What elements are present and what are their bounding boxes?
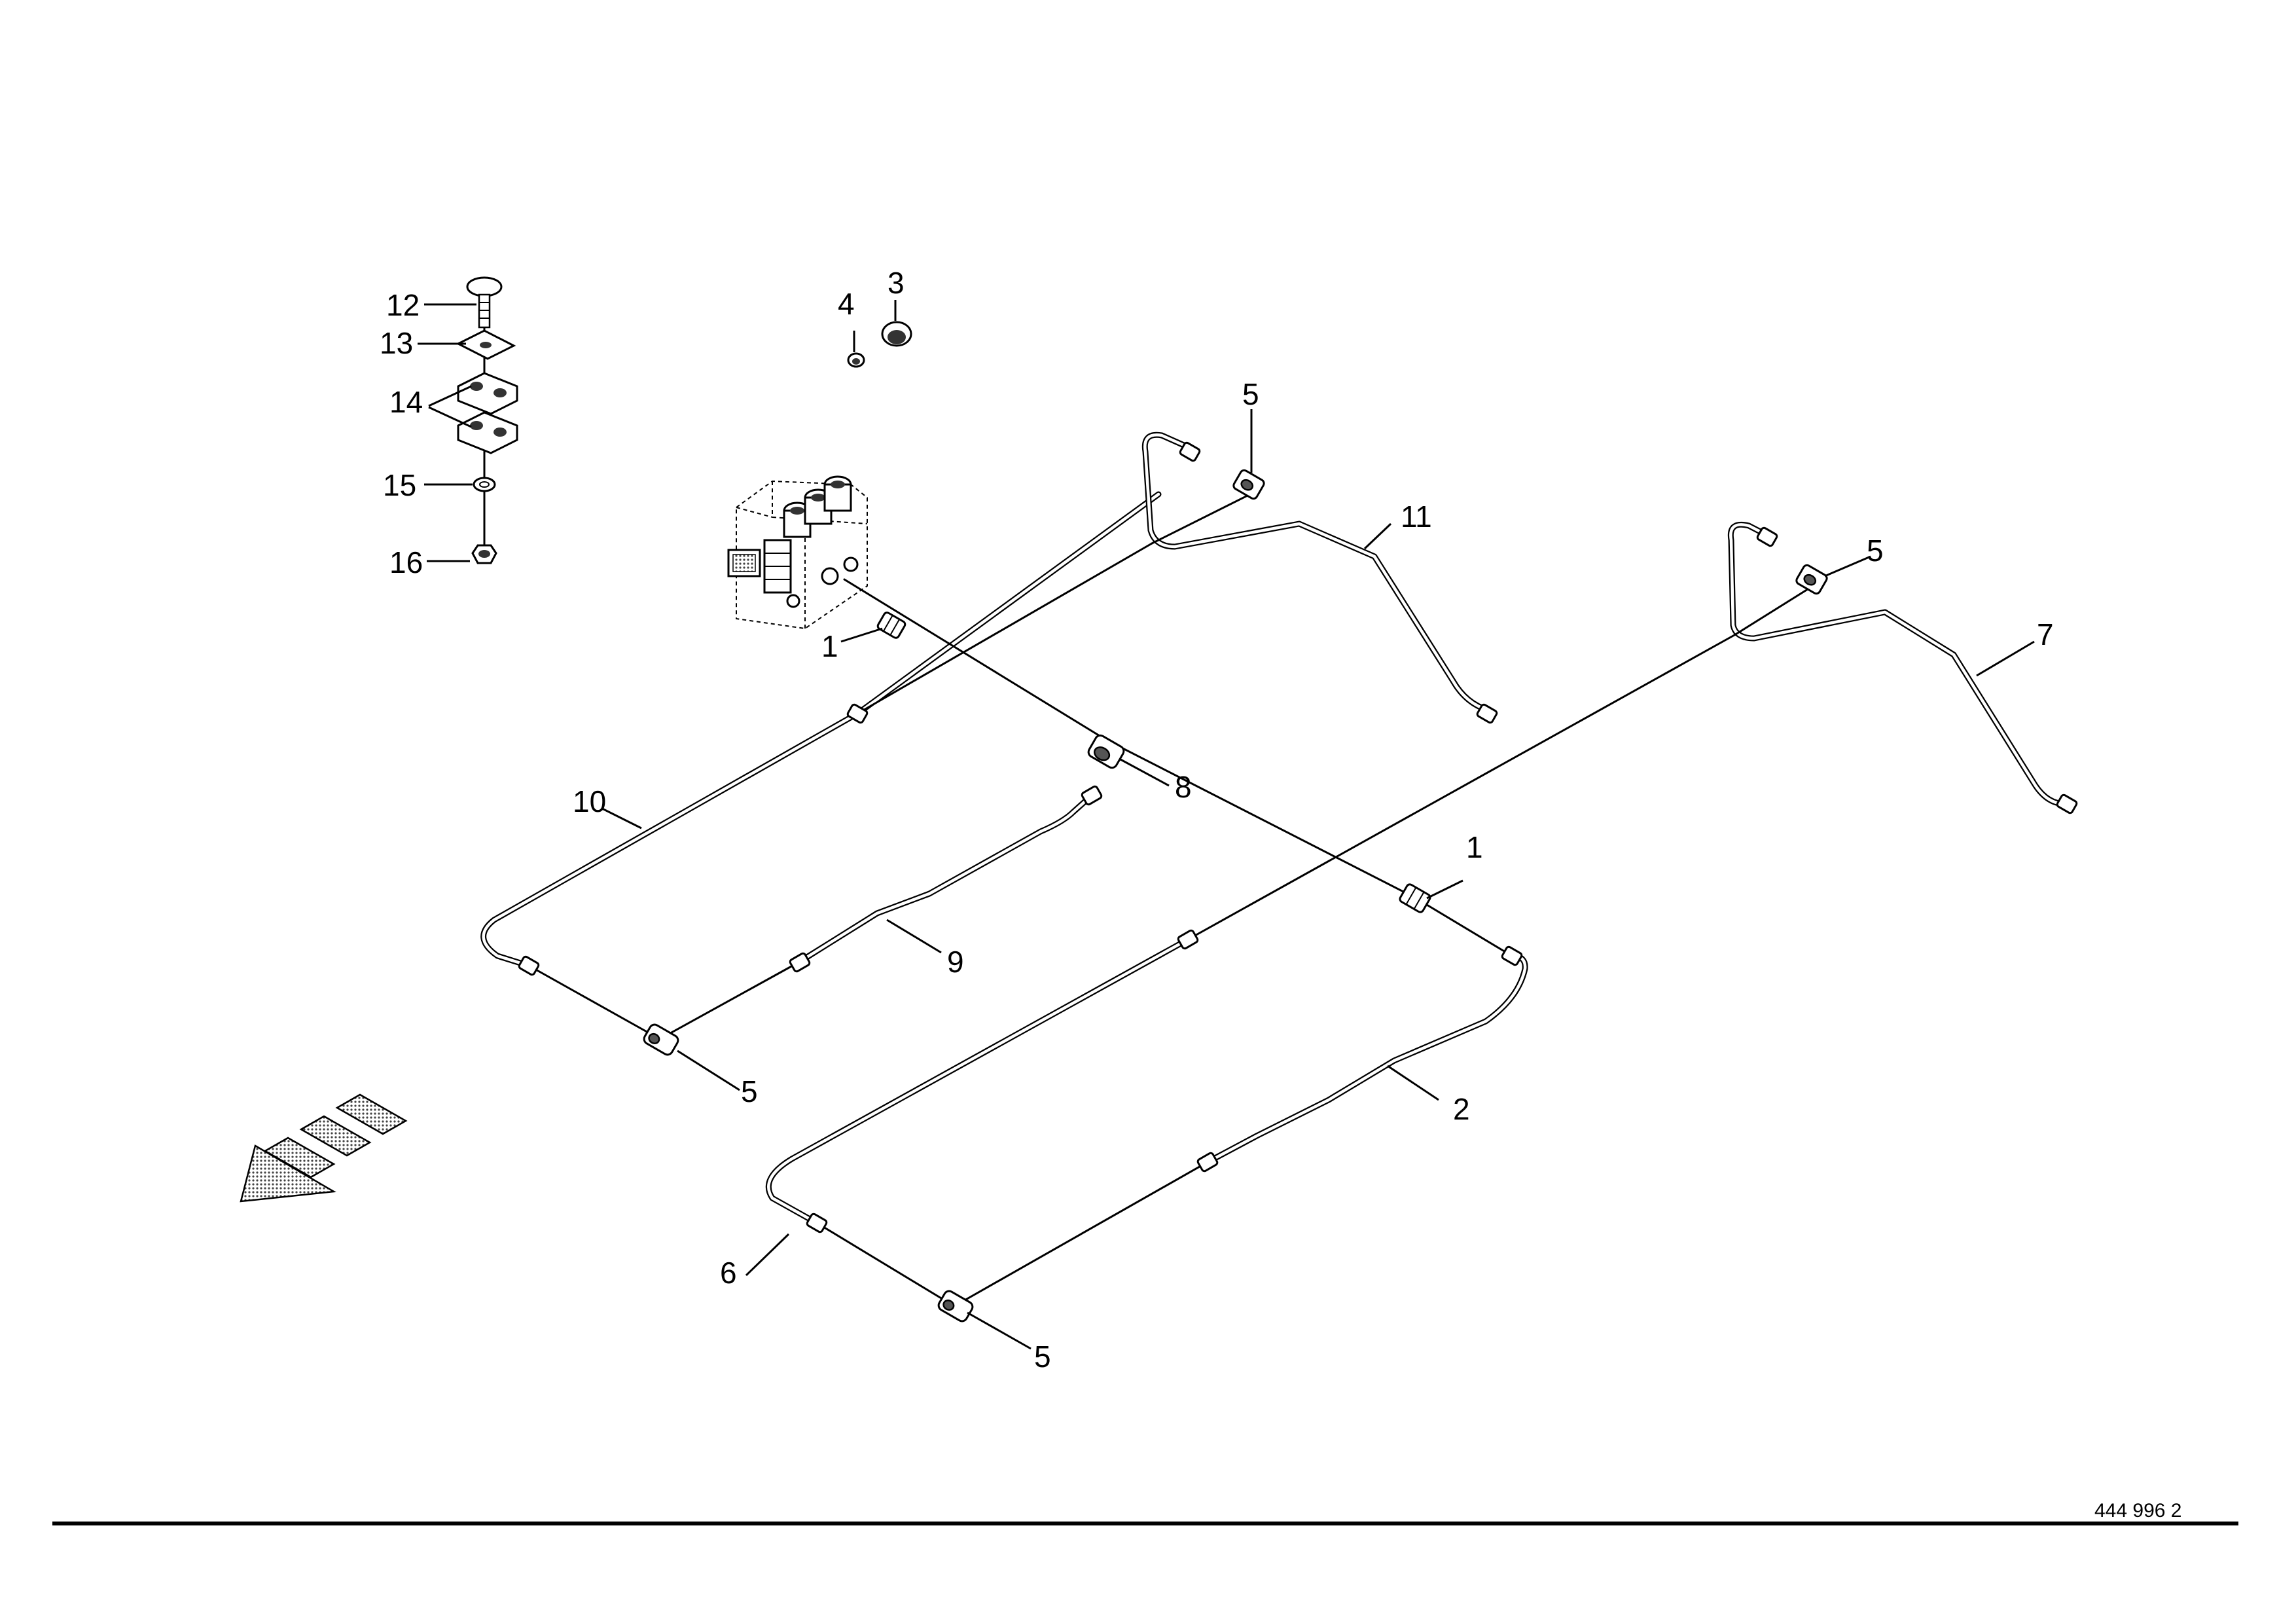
callout-13: 13 (380, 326, 413, 360)
callout-12: 12 (386, 288, 420, 322)
callout-15: 15 (383, 468, 416, 502)
callout-5-bottom: 5 (1034, 1340, 1051, 1374)
pipe-6 (765, 936, 1191, 1226)
callout-4: 4 (838, 287, 855, 321)
callout-8: 8 (1175, 770, 1192, 804)
callout-7: 7 (2037, 617, 2054, 651)
callout-9: 9 (947, 945, 964, 979)
hose-lines (528, 493, 1814, 1307)
pipe-fittings (518, 441, 2078, 1322)
pipe-clamp-assembly (456, 276, 518, 564)
nut-part-3 (881, 321, 912, 347)
callout-6: 6 (720, 1256, 737, 1290)
pipe-11 (1141, 431, 1492, 714)
callout-10: 10 (573, 784, 606, 818)
callout-5-top: 5 (1242, 377, 1259, 411)
callout-labels: 12 13 14 15 16 3 4 5 11 1 5 7 8 10 9 1 5… (380, 266, 2054, 1374)
callout-5-left: 5 (741, 1074, 758, 1108)
document-number: 444 996 2 (2094, 1500, 2181, 1522)
travel-direction-arrow-icon (240, 1093, 408, 1203)
callout-11: 11 (1401, 500, 1432, 534)
control-valve-block (727, 475, 868, 630)
callout-5-right: 5 (1867, 534, 1884, 568)
callout-3: 3 (888, 266, 905, 300)
callout-16: 16 (389, 545, 423, 579)
callout-14: 14 (389, 385, 423, 419)
callout-2: 2 (1453, 1092, 1470, 1126)
leader-lines (418, 300, 2035, 1350)
pipe-10 (480, 491, 1162, 969)
pipe-2 (1204, 953, 1528, 1165)
pipe-7 (1727, 521, 2072, 807)
drawing-footer: 444 996 2 (52, 1500, 2238, 1525)
pipe-9 (795, 792, 1095, 966)
nut-part-4 (847, 352, 865, 368)
callout-1-lower: 1 (1466, 830, 1483, 864)
callout-1-upper: 1 (821, 629, 838, 663)
